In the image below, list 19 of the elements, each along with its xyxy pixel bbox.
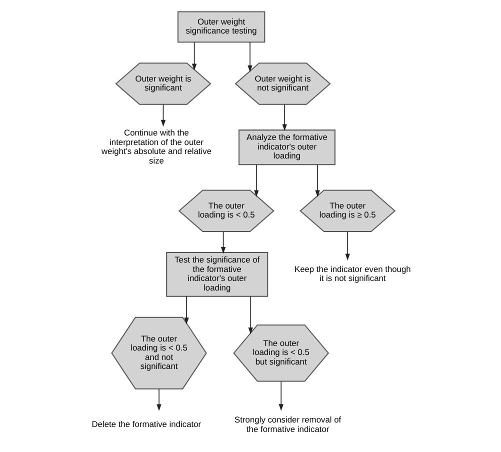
node-text: Strongly consider removal of the formative indicator bbox=[234, 414, 341, 434]
node-box: Analyze the formative indicator's outer loading bbox=[238, 130, 335, 166]
arrow bbox=[220, 231, 226, 254]
arrow bbox=[184, 296, 188, 324]
arrow bbox=[254, 164, 258, 197]
arrow bbox=[247, 42, 252, 72]
node-box: Outer weight significance testing bbox=[176, 11, 265, 43]
arrow bbox=[191, 42, 196, 71]
arrow bbox=[248, 296, 252, 334]
arrow bbox=[344, 231, 350, 260]
node-box: Test the significance of the formative indicator's outer loading bbox=[166, 252, 268, 297]
arrow bbox=[278, 381, 283, 411]
arrow bbox=[156, 388, 161, 411]
arrow bbox=[314, 164, 320, 197]
arrow bbox=[282, 104, 286, 131]
node-text: Delete the formative indicator bbox=[91, 419, 201, 430]
node-text: Continue with the interpretation of the outer weight's absolute and relative size bbox=[100, 128, 212, 166]
arrow bbox=[160, 104, 166, 127]
node-text: Keep the indicator even though it is not significant bbox=[294, 264, 410, 284]
